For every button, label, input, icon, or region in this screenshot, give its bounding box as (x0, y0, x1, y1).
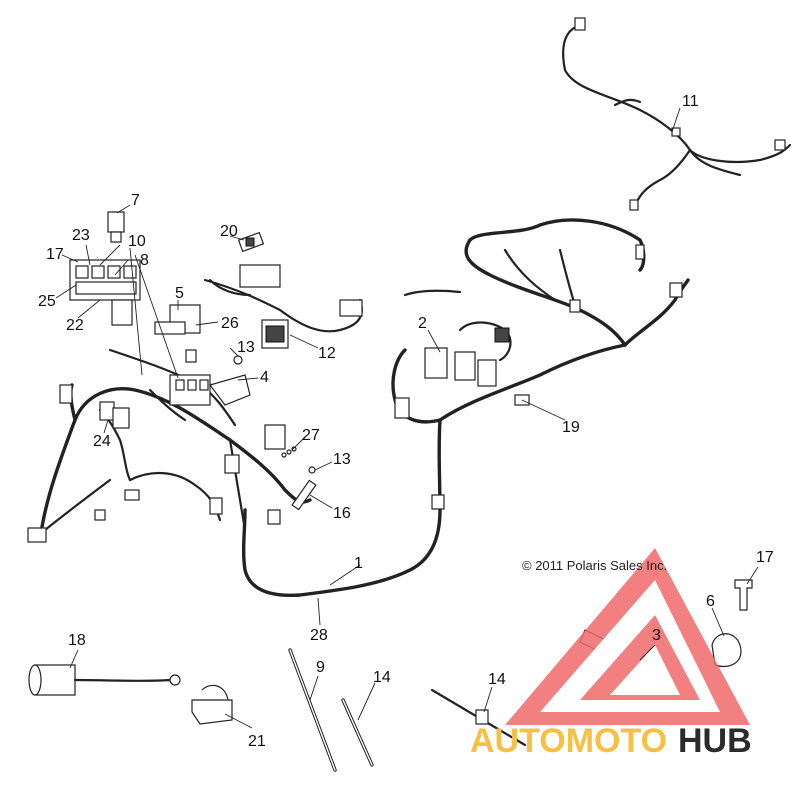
copyright-text: © 2011 Polaris Sales Inc. (522, 558, 667, 573)
relay-block (169, 355, 251, 406)
cover-5 (154, 304, 201, 363)
callout-26: 25 (38, 293, 56, 310)
callout-13-lower: 13 (333, 451, 351, 468)
connector-21 (237, 231, 265, 253)
main-harness-1 (241, 218, 690, 598)
callout-6: 6 (706, 593, 715, 610)
callout-24: 23 (72, 227, 90, 244)
callout-11: 11 (682, 93, 699, 110)
watermark-logo: AUTOMOTO HUB (470, 548, 752, 760)
callout-28: 27 (302, 427, 320, 444)
callout-22: 21 (248, 733, 266, 750)
callout-14: 14 (488, 671, 506, 688)
cable-19 (28, 664, 181, 696)
relay-7 (107, 211, 125, 243)
callout-8: 8 (140, 252, 149, 269)
fuse-box (69, 259, 141, 326)
callout-29: 28 (310, 627, 328, 644)
callout-27: 26 (221, 315, 239, 332)
callout-5: 5 (175, 285, 184, 302)
leader-lines (55, 107, 759, 729)
callout-20: 19 (562, 419, 580, 436)
callout-labels: 11 2 19 1 28 7 20 23 10 17 8 25 22 5 26 … (38, 93, 774, 750)
callout-17: 17 (756, 549, 774, 566)
clip-22 (191, 684, 233, 725)
callout-18: 17 (46, 246, 64, 263)
callout-19: 18 (68, 632, 86, 649)
callout-3: 3 (652, 627, 661, 644)
upper-harness-11 (562, 17, 792, 211)
callout-4: 4 (260, 369, 269, 386)
callout-13-upper: 13 (237, 339, 255, 356)
callout-10: 10 (128, 233, 146, 250)
connector-2 (424, 321, 512, 387)
callout-2: 2 (418, 315, 427, 332)
callout-7: 7 (131, 192, 140, 209)
callout-21: 20 (220, 223, 238, 240)
ground-strip-16 (281, 446, 317, 511)
harness-12 (208, 264, 363, 349)
callout-1: 1 (354, 555, 363, 572)
callout-9: 9 (316, 659, 325, 676)
callout-15: 14 (373, 669, 391, 686)
callout-16: 16 (333, 505, 351, 522)
watermark-text-b: HUB (678, 722, 752, 760)
callout-23: 22 (66, 317, 84, 334)
callout-12: 12 (318, 345, 336, 362)
cable-ties (288, 648, 374, 772)
callout-25: 24 (93, 433, 111, 450)
watermark-text-a: AUTOMOTO (470, 722, 667, 760)
tie-14 (430, 688, 527, 747)
